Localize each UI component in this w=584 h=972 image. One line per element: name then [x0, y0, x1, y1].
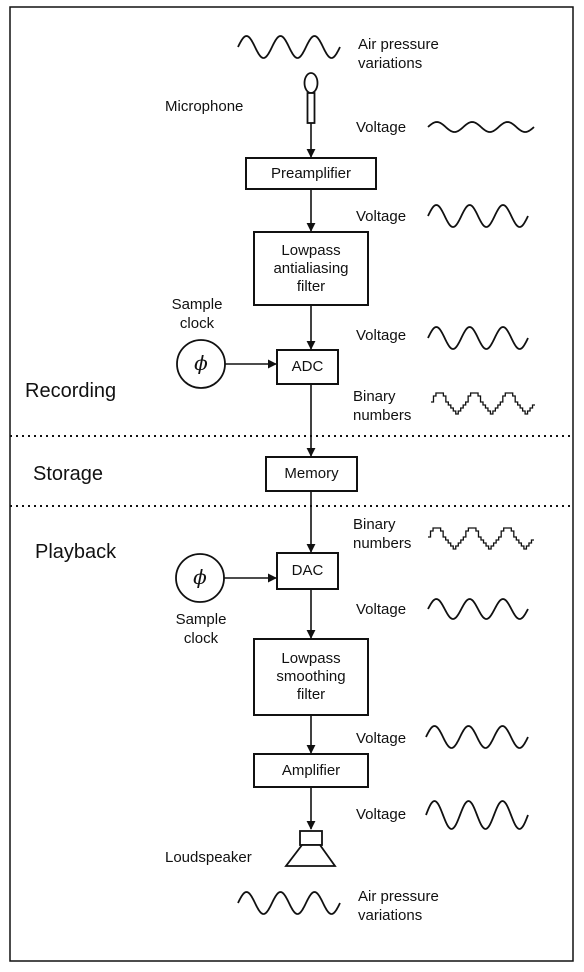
- waveform-voltage-mic: [427, 121, 535, 133]
- section-label-playback: Playback: [35, 541, 117, 563]
- waveform-voltage-dac: [427, 598, 529, 620]
- waveform-voltage-smoothing: [425, 725, 529, 749]
- clock-symbol-playback: ϕ: [193, 565, 207, 589]
- amplifier-block: Amplifier: [253, 753, 369, 788]
- label-microphone: Microphone: [165, 98, 244, 115]
- label-binary-numbers-playback: Binary numbers: [353, 516, 412, 552]
- waveform-binary-playback: [428, 527, 534, 550]
- adc-block: ADC: [276, 349, 339, 385]
- waveform-voltage-filter: [427, 326, 529, 350]
- waveform-air-pressure-top: [237, 35, 341, 59]
- memory-block: Memory: [265, 456, 358, 492]
- waveform-voltage-preamp: [427, 204, 529, 228]
- label-loudspeaker: Loudspeaker: [165, 849, 252, 866]
- section-label-storage: Storage: [33, 463, 104, 485]
- label-voltage-3: Voltage: [356, 327, 407, 344]
- waveform-binary-record: [431, 392, 535, 415]
- smoothing-filter-block: Lowpass smoothing filter: [253, 638, 369, 716]
- label-voltage-6: Voltage: [356, 806, 407, 823]
- loudspeaker-icon: [284, 830, 337, 867]
- label-binary-numbers-record: Binary numbers: [353, 388, 412, 424]
- clock-symbol-record: ϕ: [194, 351, 208, 375]
- label-voltage-2: Voltage: [356, 208, 407, 225]
- waveform-air-pressure-bottom: [237, 891, 341, 915]
- label-sample-clock-record: Sample clock: [171, 296, 223, 332]
- label-voltage-4: Voltage: [356, 601, 407, 618]
- microphone-icon: [303, 72, 319, 124]
- label-voltage-5: Voltage: [356, 730, 407, 747]
- antialiasing-filter-block: Lowpass antialiasing filter: [253, 231, 369, 306]
- preamplifier-block: Preamplifier: [245, 157, 377, 190]
- label-air-pressure-top: Air pressure variations: [358, 36, 439, 72]
- label-voltage-1: Voltage: [356, 119, 407, 136]
- label-sample-clock-playback: Sample clock: [175, 611, 227, 647]
- dac-block: DAC: [276, 552, 339, 590]
- section-label-recording: Recording: [25, 380, 117, 402]
- waveform-voltage-amplifier: [425, 800, 529, 830]
- figure-frame: [9, 6, 574, 962]
- label-air-pressure-bottom: Air pressure variations: [358, 888, 439, 924]
